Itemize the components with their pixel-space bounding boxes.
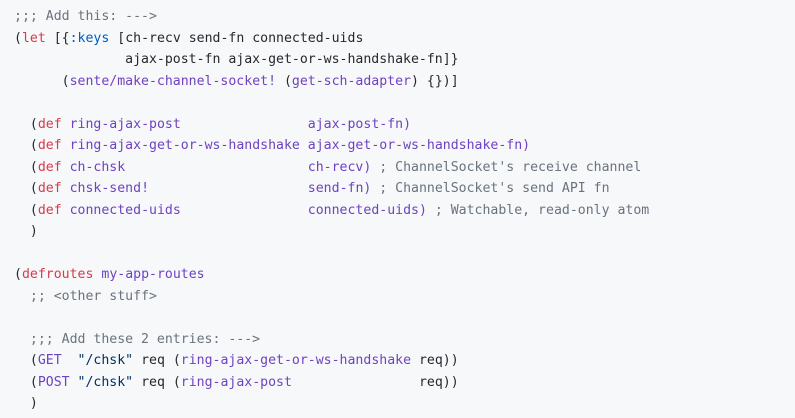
code-token: ring-ajax-post	[180, 374, 292, 390]
code-token: def	[37, 181, 62, 196]
code-token: def	[37, 159, 62, 175]
code-token: send-fn)	[149, 181, 372, 196]
code-token: (	[14, 159, 38, 175]
code-token: ring-ajax-get-or-ws-handshake	[69, 138, 300, 153]
code-token: connected-uids	[69, 202, 181, 218]
code-token: ; ChannelSocket's receive channel	[371, 159, 642, 175]
code-token: ;;; Add this: --->	[14, 9, 157, 24]
code-token	[62, 203, 70, 218]
code-token: req (	[133, 353, 181, 368]
code-token	[62, 138, 70, 153]
code-line: ;;; Add this: --->	[14, 6, 795, 28]
code-token: ch-chsk	[69, 159, 126, 175]
code-token: [{	[45, 30, 70, 46]
code-token: (	[14, 353, 38, 368]
code-token: def	[37, 202, 62, 218]
code-token: ring-ajax-post	[69, 116, 181, 132]
code-token: req))	[291, 374, 459, 390]
code-token: (	[14, 116, 38, 132]
code-line	[14, 243, 795, 265]
code-token: ;; <other stuff>	[14, 288, 157, 304]
code-token: def	[37, 138, 62, 153]
code-token: sente/make-channel-socket!	[69, 73, 277, 89]
code-line: )	[14, 221, 795, 243]
code-line	[14, 307, 795, 329]
code-token: ) {})]	[411, 73, 459, 89]
code-token: (	[14, 181, 38, 196]
code-token: "/chsk"	[77, 374, 134, 390]
code-token	[70, 375, 78, 390]
code-token: (	[14, 30, 22, 46]
code-token: :keys	[69, 30, 110, 46]
code-token: connected-uids)	[180, 202, 427, 218]
code-token: defroutes	[21, 267, 94, 282]
code-token: (	[14, 202, 38, 218]
code-token: )	[14, 396, 38, 411]
code-token: )	[14, 224, 38, 239]
code-token: ; ChannelSocket's send API fn	[371, 181, 610, 196]
code-line	[14, 92, 795, 114]
code-line: ajax-post-fn ajax-get-or-ws-handshake-fn…	[14, 49, 795, 71]
code-line: (GET "/chsk" req (ring-ajax-get-or-ws-ha…	[14, 350, 795, 372]
code-token: req (	[133, 374, 181, 390]
code-token: let	[21, 30, 46, 46]
code-token: def	[37, 116, 62, 132]
code-token: (	[14, 73, 70, 89]
code-line: (POST "/chsk" req (ring-ajax-post req))	[14, 372, 795, 394]
code-token: get-sch-adapter	[291, 73, 411, 89]
code-token: (	[14, 138, 38, 153]
code-token	[62, 353, 78, 368]
code-token: chsk-send!	[69, 181, 150, 196]
code-token	[62, 160, 70, 175]
code-line: (def ch-chsk ch-recv) ; ChannelSocket's …	[14, 157, 795, 179]
code-token: req))	[411, 353, 459, 368]
code-token: GET	[37, 353, 62, 368]
code-token: ; Watchable, read-only atom	[426, 202, 650, 218]
code-token: ajax-post-fn ajax-get-or-ws-handshake-fn…	[14, 52, 459, 67]
code-token: (	[14, 267, 22, 282]
code-line: (sente/make-channel-socket! (get-sch-ada…	[14, 71, 795, 93]
code-token: ajax-get-or-ws-handshake-fn)	[299, 138, 531, 153]
code-line: (defroutes my-app-routes	[14, 264, 795, 286]
code-token: my-app-routes	[101, 267, 205, 282]
code-token: [ch-recv send-fn connected-uids	[109, 30, 364, 46]
code-line: )	[14, 393, 795, 415]
code-token	[62, 181, 70, 196]
code-token	[62, 117, 70, 132]
code-token: ring-ajax-get-or-ws-handshake	[180, 353, 412, 368]
code-line: ;;; Add these 2 entries: --->	[14, 329, 795, 351]
code-line: (def ring-ajax-post ajax-post-fn)	[14, 114, 795, 136]
code-line: (let [{:keys [ch-recv send-fn connected-…	[14, 28, 795, 50]
code-token: (	[276, 73, 292, 89]
code-token: (	[14, 374, 38, 390]
code-token: ;;; Add these 2 entries: --->	[14, 331, 261, 347]
code-token: POST	[37, 374, 70, 390]
code-line: (def connected-uids connected-uids) ; Wa…	[14, 200, 795, 222]
code-line: ;; <other stuff>	[14, 286, 795, 308]
code-line: (def chsk-send! send-fn) ; ChannelSocket…	[14, 178, 795, 200]
code-token: ch-recv)	[125, 159, 372, 175]
code-token: "/chsk"	[77, 353, 134, 368]
code-token: ajax-post-fn)	[180, 116, 412, 132]
code-line: (def ring-ajax-get-or-ws-handshake ajax-…	[14, 135, 795, 157]
